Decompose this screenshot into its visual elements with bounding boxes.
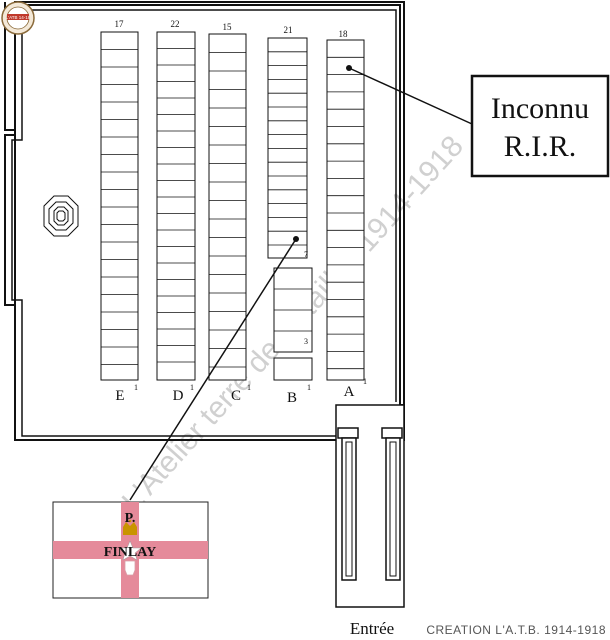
row-a-first: 1 (363, 377, 367, 386)
grave-row-c (208, 33, 247, 381)
red-hand-icon (124, 560, 136, 576)
grave-row-b (267, 37, 313, 381)
callout-unknown-line2: R.I.R. (504, 130, 577, 163)
grave-marker-unknown (346, 65, 352, 71)
callout-unknown-line1: Inconnu (491, 92, 589, 125)
atb-logo: L'ATB 14-18 (1, 1, 35, 35)
grave-row-e (100, 31, 139, 381)
row-a-letter: A (344, 384, 355, 400)
row-c-count: 15 (223, 22, 233, 32)
memorial-cross-monument (43, 195, 79, 237)
row-b-count: 21 (284, 25, 293, 35)
callout-finlay-leader (129, 238, 297, 501)
callout-unknown-leader (348, 67, 473, 125)
row-b-mark-7: 7 (304, 250, 308, 259)
grave-row-a (326, 39, 365, 381)
row-b-mark-3: 3 (304, 337, 308, 346)
row-b-letter: B (287, 390, 297, 406)
logo-text: L'ATB 14-18 (6, 15, 31, 20)
grave-marker-finlay (293, 236, 299, 242)
flag-initial: P. (125, 511, 136, 526)
row-e-count: 17 (115, 19, 125, 29)
row-d-first: 1 (190, 383, 194, 392)
row-e-letter: E (115, 388, 124, 404)
row-c-first: 1 (247, 383, 251, 392)
row-c-letter: C (231, 388, 241, 404)
grave-divider-lines (101, 48, 364, 370)
row-e-first: 1 (134, 383, 138, 392)
entrance-label: Entrée (350, 619, 394, 638)
flag-name: FINLAY (104, 545, 156, 560)
row-d-count: 22 (171, 19, 180, 29)
star-icon (118, 540, 142, 561)
entrance-path (335, 404, 405, 608)
credit-text: CREATION L'A.T.B. 1914-1918 (426, 623, 606, 637)
row-a-count: 18 (339, 29, 349, 39)
row-b-first: 1 (307, 383, 311, 392)
row-d-letter: D (173, 388, 184, 404)
callout-unknown-box (470, 74, 610, 178)
cemetery-wall-inner-line (11, 9, 397, 437)
crown-icon (123, 519, 137, 535)
ulster-flag: P. FINLAY (52, 501, 209, 599)
grave-row-d (156, 31, 196, 381)
